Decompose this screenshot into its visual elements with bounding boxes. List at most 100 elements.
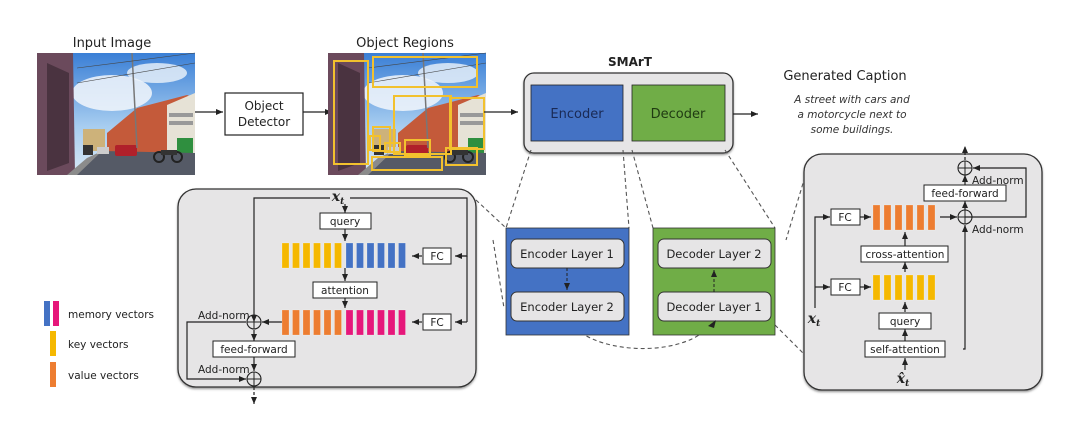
encoder-feed-forward-box: [212, 340, 296, 358]
object-regions-image: [327, 52, 487, 176]
encoder-query-box: [319, 212, 372, 230]
key-vector: [292, 242, 300, 269]
decoder-fc-label-bottom: FC: [838, 282, 851, 294]
memory-key-vector: [345, 242, 354, 269]
memory-key-vector: [398, 242, 406, 269]
encoder-fc-label-bottom: FC: [430, 317, 443, 329]
decoder-cross-attention-box: [860, 245, 949, 263]
generated-caption-title: Generated Caption: [783, 69, 906, 84]
encoder-detail-panel: xt query attention FC: [177, 188, 477, 404]
key-vector: [916, 274, 925, 301]
caption-line-2: a motorcycle next to: [797, 109, 906, 121]
legend-value-label: value vectors: [68, 370, 139, 382]
encoder-layer-2-label: Encoder Layer 2: [520, 300, 614, 314]
memory-key-vector: [387, 242, 396, 269]
decoder-add-norm-top: [957, 160, 973, 176]
encoder-fc-box-bottom: [422, 313, 452, 331]
encoder-attention-label: attention: [321, 285, 369, 297]
input-image: [36, 52, 196, 176]
decoder-feed-forward-label: feed-forward: [931, 188, 998, 200]
detection-boxes: [333, 56, 485, 171]
value-vector: [905, 204, 914, 231]
legend-item-memory: memory vectors: [44, 301, 154, 326]
encoder-layer-2: [510, 291, 625, 322]
object-detector-label-line1: Object: [244, 99, 283, 113]
input-image-title: Input Image: [73, 36, 152, 51]
decoder-prev-token-input: x̂t: [896, 371, 910, 389]
encoder-fc-box-top: [422, 247, 452, 265]
value-vector: [883, 204, 892, 231]
encoder-layer-1-label: Encoder Layer 1: [520, 247, 614, 261]
memory-value-vector: [387, 309, 396, 336]
value-swatch: [50, 362, 56, 387]
generated-caption-text: A street with cars and a motorcycle next…: [793, 94, 910, 136]
decoder-block: [631, 84, 726, 142]
decoder-self-attention-label: self-attention: [870, 344, 940, 356]
decoder-query-label: query: [890, 316, 920, 328]
encoder-wires: [186, 197, 468, 404]
encoder-memory-value-vectors: [345, 309, 406, 336]
caption-line-1: A street with cars and: [793, 94, 910, 106]
memory-value-vector: [366, 309, 375, 336]
value-vector: [872, 204, 881, 231]
encoder-add-norm-label-2: Add-norm: [198, 364, 250, 376]
memory-value-vector: [356, 309, 364, 336]
key-vector: [872, 274, 881, 301]
memory-swatch-blue: [44, 301, 50, 326]
decoder-input-xt: xt: [807, 311, 821, 329]
memory-swatch-pink: [53, 301, 59, 326]
object-detector-label-line2: Detector: [238, 115, 290, 129]
decoder-cross-attention-label: cross-attention: [866, 249, 945, 261]
encoder-memory-key-vectors: [345, 242, 406, 269]
decoder-label: Decoder: [651, 107, 706, 122]
value-vector: [323, 309, 332, 336]
caption-line-3: some buildings.: [811, 124, 894, 136]
decoder-layer-2: [657, 238, 772, 269]
key-vector: [313, 242, 321, 269]
encoder-feed-forward-label: feed-forward: [220, 344, 287, 356]
key-vector: [281, 242, 290, 269]
key-vector: [883, 274, 892, 301]
legend-item-key: key vectors: [50, 331, 129, 356]
decoder-fc-label-top: FC: [838, 212, 851, 224]
encoder-add-norm-1: [246, 314, 262, 330]
key-vector: [927, 274, 936, 301]
encoder-input-xt: xt: [331, 189, 345, 207]
decoder-key-vectors: [872, 274, 936, 301]
decoder-fc-box-top: [830, 208, 861, 226]
encoder-stack: Encoder Layer 1 Encoder Layer 2: [505, 227, 630, 336]
encoder-fc-label-top: FC: [430, 251, 443, 263]
decoder-query-box: [878, 312, 932, 330]
encoder-value-vectors: [281, 309, 342, 336]
value-vector: [916, 204, 925, 231]
memory-key-vector: [356, 242, 364, 269]
decoder-add-norm-mid: [957, 209, 973, 225]
memory-key-vector: [377, 242, 385, 269]
value-vector: [281, 309, 290, 336]
decoder-wires: [814, 146, 1027, 370]
memory-value-vector: [345, 309, 354, 336]
memory-value-vector: [377, 309, 385, 336]
encoder-key-vectors: [281, 242, 342, 269]
decoder-value-vectors: [872, 204, 936, 231]
decoder-layer-1-label: Decoder Layer 1: [666, 300, 761, 314]
encoder-query-label: query: [330, 216, 360, 228]
memory-key-vector: [366, 242, 375, 269]
encoder-to-decoder-arrowhead: [708, 320, 716, 328]
decoder-fc-box-bottom: [830, 278, 861, 296]
key-vector: [323, 242, 332, 269]
value-vector: [927, 204, 936, 231]
decoder-detail-panel: Add-norm feed-forward Add-norm FC cross-…: [803, 146, 1043, 391]
value-vector: [894, 204, 903, 231]
value-vector: [334, 309, 342, 336]
key-vector: [894, 274, 903, 301]
key-vector: [334, 242, 342, 269]
legend: memory vectors key vectors value vectors: [44, 301, 154, 387]
memory-value-vector: [398, 309, 406, 336]
value-vector: [302, 309, 311, 336]
decoder-stack: Decoder Layer 2 Decoder Layer 1: [652, 227, 776, 336]
value-vector: [292, 309, 300, 336]
key-swatch: [50, 331, 56, 356]
value-vector: [313, 309, 321, 336]
